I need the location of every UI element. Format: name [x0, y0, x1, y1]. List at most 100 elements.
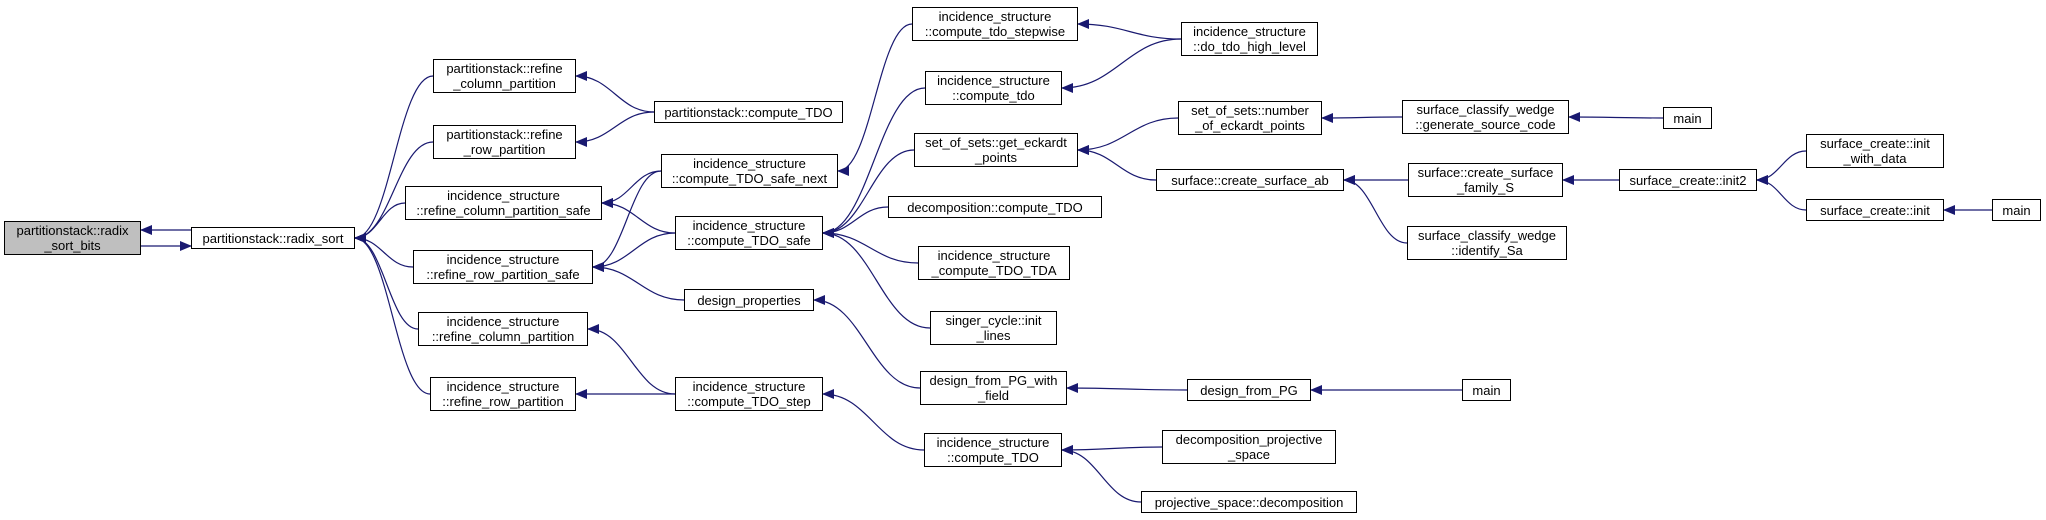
- node-label-line2: ::compute_TDO_step: [687, 394, 811, 409]
- node-label-line2: _sort_bits: [44, 238, 101, 253]
- call-edge-n20-to-n12: [822, 389, 925, 451]
- call-edge-n24-to-n19: [1066, 383, 1188, 394]
- call-edge-n8-to-n2: [575, 71, 655, 113]
- node-label: partitionstack::radix_sort: [202, 230, 344, 246]
- node-label-line1: incidence_structure: [692, 218, 806, 233]
- call-edge-n18-to-n10: [822, 228, 931, 329]
- node-label: surface_create::init2: [1629, 172, 1747, 188]
- node-singer-cycle-init-lines[interactable]: singer_cycle::init _lines: [930, 311, 1057, 345]
- node-surface-create-init[interactable]: surface_create::init: [1806, 199, 1944, 221]
- call-edge-n7-to-n1: [354, 233, 431, 395]
- node-label: main: [1673, 110, 1702, 126]
- node-incidence-structure-compute-tdo-lower[interactable]: incidence_structure ::compute_tdo: [925, 71, 1062, 105]
- call-edge-n22-to-n15: [1077, 117, 1179, 155]
- node-projective-space-decomposition[interactable]: projective_space::decomposition: [1141, 491, 1357, 513]
- node-label-line2: ::refine_row_partition_safe: [426, 267, 580, 282]
- node-label-line2: ::compute_TDO_safe_next: [671, 171, 828, 186]
- node-label-line1: incidence_structure: [446, 379, 560, 394]
- node-label-line1: decomposition_projective: [1175, 432, 1323, 447]
- node-label: design_from_PG: [1200, 382, 1298, 398]
- node-incidence-structure-compute-tdo-step[interactable]: incidence_structure ::compute_TDO_step: [675, 377, 823, 411]
- node-partitionstack-compute-tdo[interactable]: partitionstack::compute_TDO: [654, 101, 843, 123]
- call-edge-n6-to-n1: [354, 233, 419, 330]
- node-incidence-structure-refine-row-partition-safe[interactable]: incidence_structure ::refine_row_partiti…: [413, 250, 593, 284]
- node-label-line2: ::compute_tdo: [952, 88, 1035, 103]
- call-edge-n15-to-n10: [822, 149, 915, 238]
- node-label-line2: _row_partition: [463, 142, 546, 157]
- call-edge-n8-to-n3: [575, 111, 655, 147]
- node-label-line1: surface::create_surface: [1417, 165, 1554, 180]
- call-edge-n33-to-n31: [1756, 150, 1807, 185]
- node-surface-create-init-with-data[interactable]: surface_create::init _with_data: [1806, 134, 1944, 168]
- node-label-line1: incidence_structure: [693, 156, 806, 171]
- node-label: surface_create::init: [1820, 202, 1930, 218]
- node-main-2[interactable]: main: [1462, 379, 1511, 401]
- call-edge-n17-to-n10: [822, 228, 919, 264]
- call-edge-n21-to-n13: [1077, 19, 1182, 40]
- node-decomposition-compute-tdo[interactable]: decomposition::compute_TDO: [888, 196, 1102, 218]
- node-partitionstack-radix-sort-bits: partitionstack::radix _sort_bits: [4, 221, 141, 255]
- node-label-line1: surface_classify_wedge: [1417, 228, 1557, 243]
- node-label: main: [1472, 382, 1501, 398]
- node-label-line2: _lines: [976, 328, 1011, 343]
- node-label-line2: _points: [975, 150, 1017, 165]
- node-label-line1: set_of_sets::number: [1191, 103, 1309, 118]
- call-edge-n9-to-n5: [592, 170, 662, 272]
- node-label-line2: _family_S: [1456, 180, 1515, 195]
- node-design-from-pg-with-field[interactable]: design_from_PG_with _field: [920, 371, 1067, 405]
- node-design-from-pg[interactable]: design_from_PG: [1187, 379, 1311, 401]
- node-surface-create-surface-family-s[interactable]: surface::create_surface _family_S: [1408, 163, 1563, 197]
- node-label-line2: _field: [977, 388, 1010, 403]
- node-incidence-structure-compute-tdo-safe[interactable]: incidence_structure ::compute_TDO_safe: [675, 216, 823, 250]
- call-edge-n9-to-n4: [601, 170, 662, 208]
- node-label-line2: ::generate_source_code: [1415, 117, 1556, 132]
- node-label-line2: _with_data: [1843, 151, 1907, 166]
- node-main-1[interactable]: main: [1663, 107, 1712, 129]
- node-label-line2: _column_partition: [453, 76, 556, 91]
- node-incidence-structure-do-tdo-high-level[interactable]: incidence_structure ::do_tdo_high_level: [1181, 22, 1318, 56]
- node-label-line1: partitionstack::radix: [16, 223, 129, 238]
- node-incidence-structure-refine-column-partition-safe[interactable]: incidence_structure ::refine_column_part…: [405, 186, 602, 220]
- node-label: decomposition::compute_TDO: [907, 199, 1083, 215]
- node-label-line2: ::refine_row_partition: [442, 394, 564, 409]
- node-label-line2: _of_eckardt_points: [1195, 118, 1305, 133]
- node-incidence-structure-compute-tdo-tda[interactable]: incidence_structure _compute_TDO_TDA: [918, 246, 1070, 280]
- call-edge-n10-to-n4: [601, 198, 676, 234]
- node-decomposition-projective-space[interactable]: decomposition_projective _space: [1162, 430, 1336, 464]
- call-edge-n29-to-n23: [1343, 175, 1408, 244]
- node-label-line2: _compute_TDO_TDA: [931, 263, 1057, 278]
- node-design-properties[interactable]: design_properties: [684, 289, 814, 311]
- node-label-line1: surface_create::init: [1820, 136, 1930, 151]
- node-label-line1: incidence_structure: [937, 248, 1051, 263]
- call-edge-n21-to-n14: [1061, 38, 1182, 93]
- node-incidence-structure-compute-tdo-upper[interactable]: incidence_structure ::compute_TDO: [924, 433, 1062, 467]
- node-surface-classify-wedge-identify-sa[interactable]: surface_classify_wedge ::identify_Sa: [1407, 226, 1567, 260]
- node-surface-classify-wedge-generate-source-code[interactable]: surface_classify_wedge ::generate_source…: [1402, 100, 1569, 134]
- node-incidence-structure-compute-tdo-safe-next[interactable]: incidence_structure ::compute_TDO_safe_n…: [661, 154, 838, 188]
- call-edge-n23-to-n15: [1077, 145, 1157, 181]
- node-incidence-structure-compute-tdo-stepwise[interactable]: incidence_structure ::compute_tdo_stepwi…: [912, 7, 1078, 41]
- node-main-3[interactable]: main: [1992, 199, 2041, 221]
- call-edge-n34-to-n31: [1756, 175, 1807, 211]
- call-edge-n26-to-n20: [1061, 445, 1142, 503]
- node-label-line1: incidence_structure: [446, 252, 560, 267]
- call-edge-n30-to-n27: [1568, 112, 1664, 123]
- node-set-of-sets-get-eckardt-points[interactable]: set_of_sets::get_eckardt _points: [914, 133, 1078, 167]
- node-label-line1: incidence_structure: [446, 314, 560, 329]
- node-label-line2: ::compute_tdo_stepwise: [924, 24, 1066, 39]
- node-label-line1: incidence_structure: [692, 379, 806, 394]
- node-partitionstack-refine-column-partition[interactable]: partitionstack::refine _column_partition: [433, 59, 576, 93]
- node-partitionstack-refine-row-partition[interactable]: partitionstack::refine _row_partition: [433, 125, 576, 159]
- node-label-line2: ::identify_Sa: [1451, 243, 1523, 258]
- node-surface-create-surface-ab[interactable]: surface::create_surface_ab: [1156, 169, 1344, 191]
- call-edge-n14-to-n10: [822, 87, 926, 238]
- node-surface-create-init2[interactable]: surface_create::init2: [1619, 169, 1757, 191]
- node-set-of-sets-number-of-eckardt-points[interactable]: set_of_sets::number _of_eckardt_points: [1178, 101, 1322, 135]
- node-incidence-structure-refine-column-partition[interactable]: incidence_structure ::refine_column_part…: [418, 312, 588, 346]
- node-partitionstack-radix-sort[interactable]: partitionstack::radix_sort: [191, 227, 355, 249]
- node-label: projective_space::decomposition: [1154, 494, 1344, 510]
- node-incidence-structure-refine-row-partition[interactable]: incidence_structure ::refine_row_partiti…: [430, 377, 576, 411]
- node-label: main: [2002, 202, 2031, 218]
- node-label-line2: ::compute_TDO: [947, 450, 1039, 465]
